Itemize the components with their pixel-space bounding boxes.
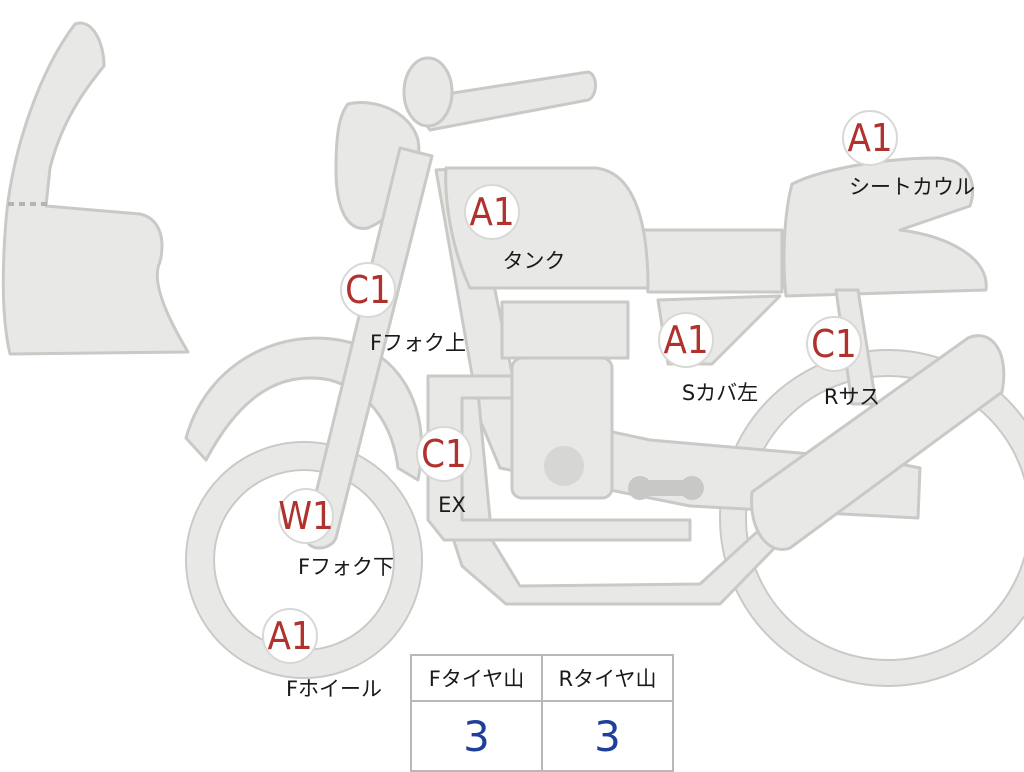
marker-grade: A1 <box>267 614 312 658</box>
marker-grade: C1 <box>811 322 857 366</box>
marker-grade: A1 <box>847 116 892 160</box>
seat <box>638 228 784 294</box>
foot-peg <box>628 476 704 500</box>
marker-label: Sカバ左 <box>682 381 758 405</box>
handlebar <box>406 70 597 132</box>
swingarm <box>750 334 1006 551</box>
marker-label: Fフォク上 <box>370 331 466 355</box>
marker-label: Rサス <box>824 385 880 409</box>
marker-grade: C1 <box>345 268 391 312</box>
rear-tread-header: Rタイヤ山 <box>541 654 674 702</box>
marker-seat-cowl: A1 シートカウル <box>842 110 975 199</box>
marker-grade: A1 <box>469 190 514 234</box>
mirror <box>402 56 454 128</box>
rear-wheel <box>719 349 1024 687</box>
marker-badge <box>806 316 862 372</box>
front-tread-header: Fタイヤ山 <box>410 654 543 702</box>
marker-badge <box>278 488 334 544</box>
marker-label: タンク <box>503 249 566 273</box>
front-wheel-shape <box>185 441 423 679</box>
marker-label: Fフォク下 <box>298 555 394 579</box>
marker-tank: A1 タンク <box>464 184 566 273</box>
front-tread-value: 3 <box>410 700 543 772</box>
marker-badge <box>340 262 396 318</box>
marker-grade: C1 <box>421 432 467 476</box>
front-cowl <box>1 21 190 356</box>
engine <box>500 300 630 500</box>
rear-tread-value: 3 <box>541 700 674 772</box>
marker-label: EX <box>438 493 466 517</box>
marker-badge <box>658 312 714 368</box>
marker-label: シートカウル <box>849 175 975 199</box>
marker-badge <box>262 608 318 664</box>
marker-badge <box>416 426 472 482</box>
marker-grade: W1 <box>278 494 334 538</box>
marker-label: Fホイール <box>286 677 382 701</box>
marker-badge <box>842 110 898 166</box>
tire-tread-table: Fタイヤ山 Rタイヤ山 3 3 <box>410 654 674 772</box>
exhaust-pipe <box>426 374 692 542</box>
marker-badge <box>464 184 520 240</box>
marker-grade: A1 <box>663 318 708 362</box>
